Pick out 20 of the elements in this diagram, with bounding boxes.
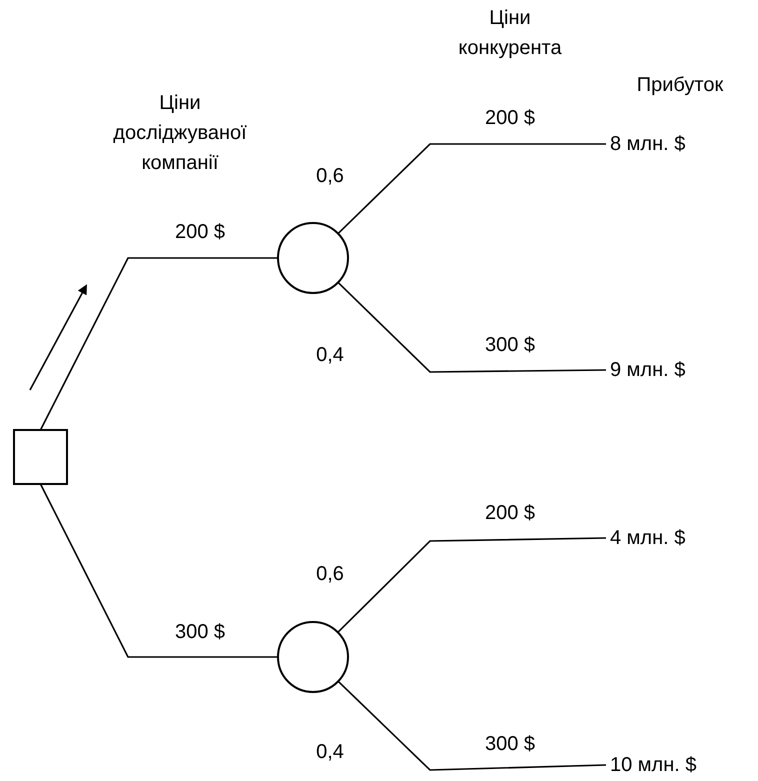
branch-line <box>338 143 606 234</box>
branch-line <box>338 282 606 373</box>
chance-circle <box>277 222 349 294</box>
column-heading: Ціни досліджуваної компанії <box>112 91 248 176</box>
profit-value: 10 млн. $ <box>610 750 697 780</box>
probability-label: 0,4 <box>316 740 344 765</box>
chance-circle <box>277 621 349 693</box>
branch-line <box>338 680 606 771</box>
column-heading: Прибуток <box>636 73 724 98</box>
profit-value: 4 млн. $ <box>610 523 686 553</box>
probability-label: 0,4 <box>316 343 344 368</box>
profit-value: 8 млн. $ <box>610 129 686 159</box>
column-heading: Ціни конкурента <box>457 6 563 61</box>
profit-value: 9 млн. $ <box>610 355 686 385</box>
branch-line <box>40 484 278 658</box>
probability-label: 0,6 <box>316 562 344 587</box>
branch-line <box>40 257 278 430</box>
branch-line <box>337 537 606 633</box>
decision-square <box>13 429 68 485</box>
probability-label: 0,6 <box>316 164 344 189</box>
